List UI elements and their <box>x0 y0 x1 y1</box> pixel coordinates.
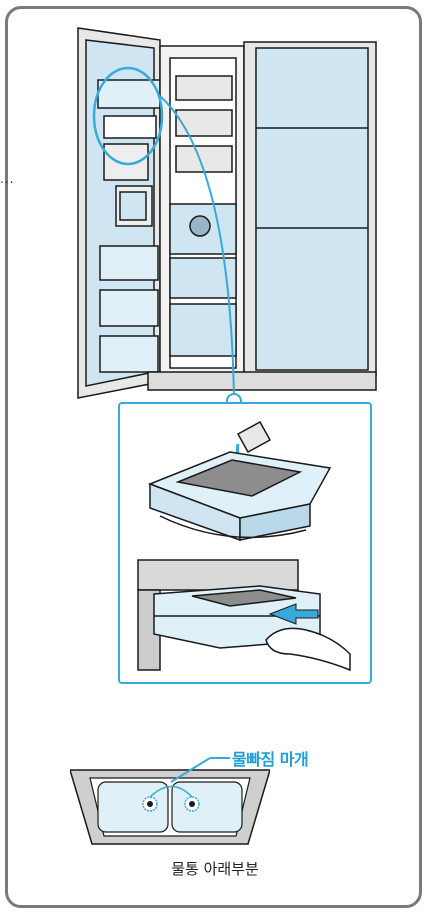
detail-panel <box>118 402 372 684</box>
drain-plug-label: 물빠짐 마개 <box>232 746 308 770</box>
fridge-base <box>148 372 376 390</box>
water-tank-steps <box>120 404 370 682</box>
water-tank-icon <box>150 452 330 540</box>
right-door <box>244 42 376 376</box>
left-door <box>78 28 160 398</box>
tank-bottom-caption: 물통 아래부분 <box>0 858 430 879</box>
hand-icon <box>266 628 350 670</box>
